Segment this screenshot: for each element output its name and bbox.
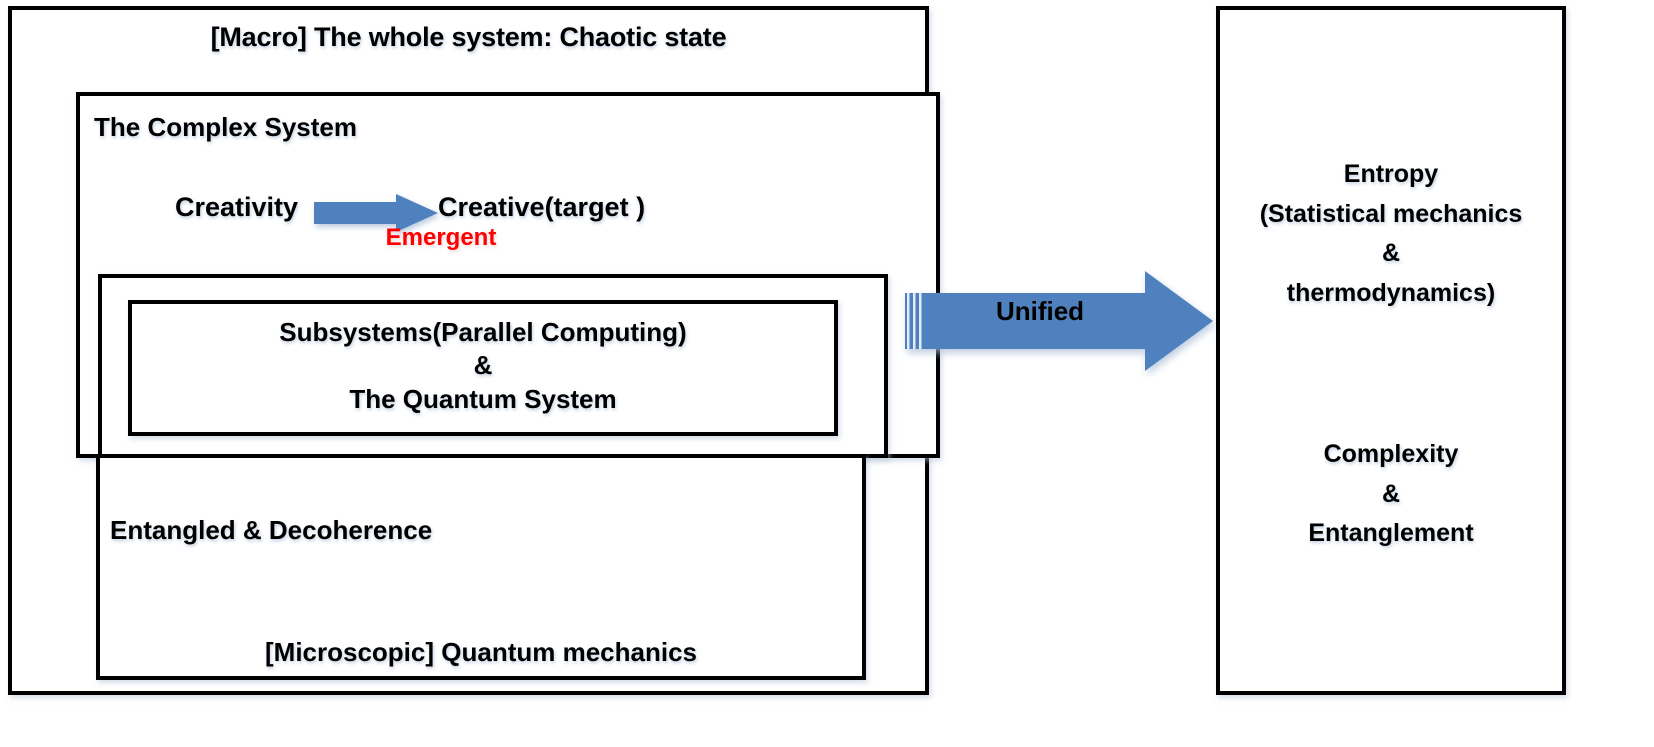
complex-system-box: The Complex System Creativity Creative(t…: [76, 92, 940, 458]
complex-system-title: The Complex System: [94, 112, 357, 142]
subsystem-line-2: &: [473, 350, 493, 381]
result-panel-box: Entropy (Statistical mechanics & thermod…: [1216, 6, 1566, 695]
subsystem-inner-box: Subsystems(Parallel Computing) & The Qua…: [128, 300, 838, 436]
complexity-line-1: Complexity: [1323, 440, 1459, 468]
complexity-line-3: Entanglement: [1308, 519, 1474, 547]
subsystem-line-3: The Quantum System: [349, 383, 617, 414]
entropy-line-3: &: [1381, 239, 1401, 267]
creativity-label: Creativity: [175, 192, 299, 222]
complexity-line-2: &: [1381, 479, 1401, 508]
entropy-line-4: thermodynamics): [1286, 278, 1496, 307]
complexity-text-block: Complexity & Entanglement: [1220, 435, 1562, 554]
microscopic-quantum-label: [Microscopic] Quantum mechanics: [265, 637, 697, 667]
creative-target-label: Creative(target ): [438, 192, 646, 222]
macro-system-box: [Macro] The whole system: Chaotic state …: [8, 6, 940, 695]
quantum-mechanics-box: Entangled & Decoherence [Microscopic] Qu…: [96, 454, 866, 680]
subsystem-text-block: Subsystems(Parallel Computing) & The Qua…: [132, 316, 834, 416]
entropy-text-block: Entropy (Statistical mechanics & thermod…: [1220, 155, 1562, 313]
entropy-line-1: Entropy: [1343, 160, 1439, 188]
entangled-decoherence-label: Entangled & Decoherence: [110, 515, 433, 545]
subsystem-outer-box: Subsystems(Parallel Computing) & The Qua…: [98, 274, 888, 458]
unified-right-arrow-icon: [905, 271, 1213, 371]
right-arrow-icon: [314, 194, 438, 232]
creativity-flow-row: Creativity Creative(target ): [80, 188, 936, 240]
subsystem-line-1: Subsystems(Parallel Computing): [279, 317, 687, 347]
entropy-line-2: (Statistical mechanics: [1259, 199, 1523, 228]
macro-title: [Macro] The whole system: Chaotic state: [210, 22, 727, 52]
